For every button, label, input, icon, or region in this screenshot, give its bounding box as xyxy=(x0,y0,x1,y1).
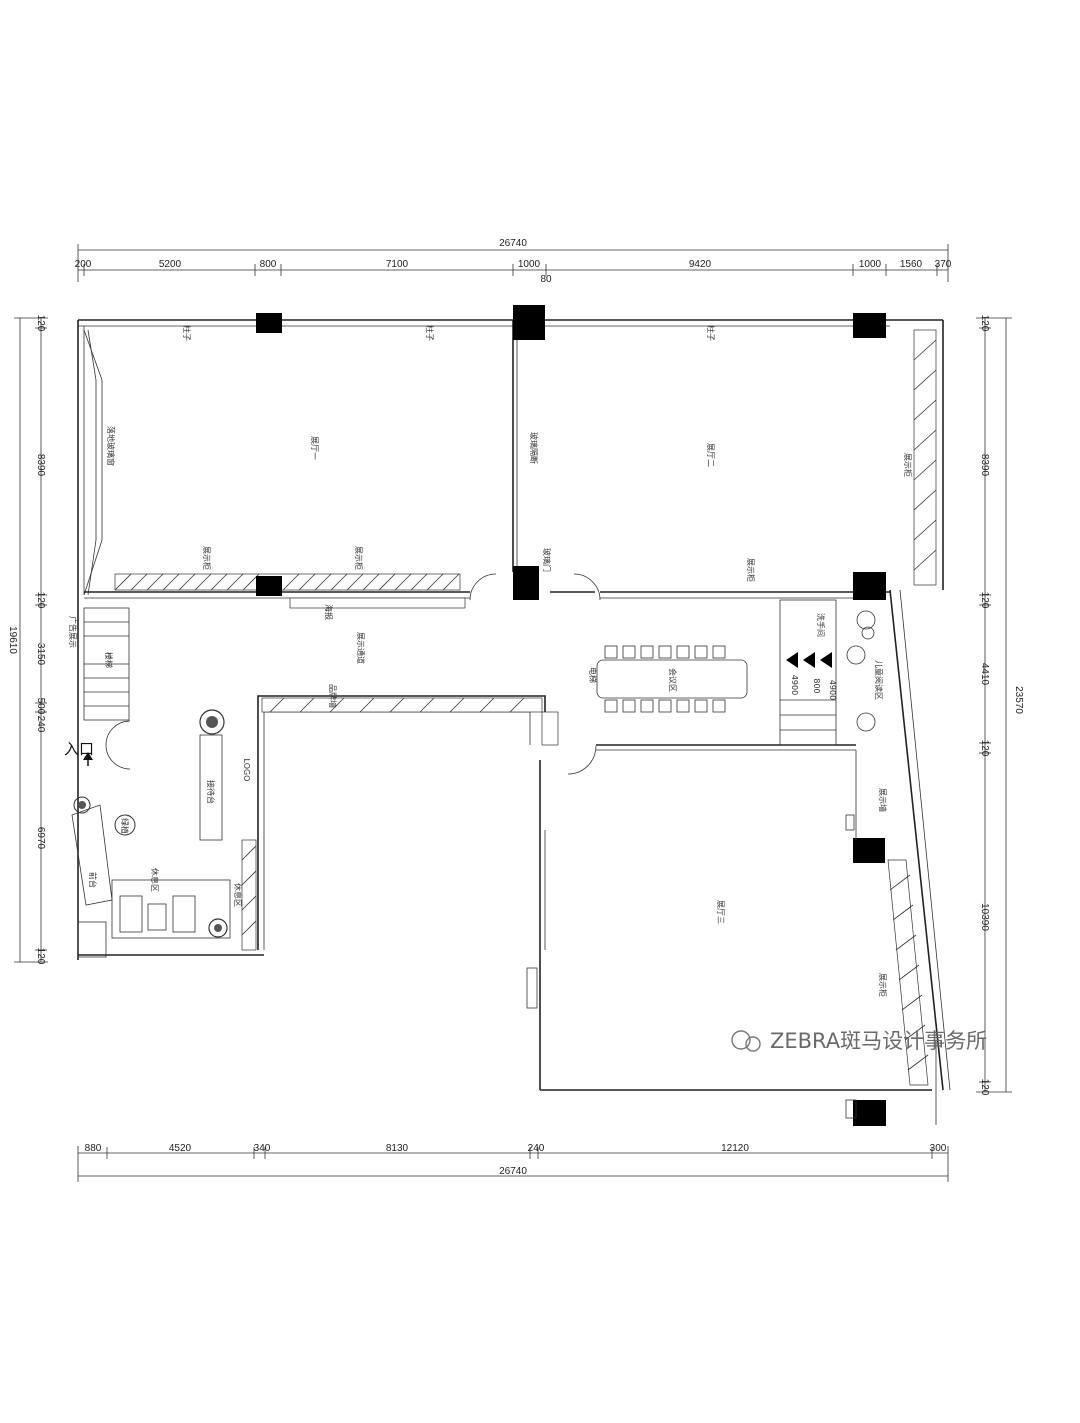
level-mark: 4900 xyxy=(790,675,799,695)
right-dim-seg: 120 xyxy=(979,592,990,609)
top-dim-seg: 1000 xyxy=(859,259,882,270)
right-dim-seg: 120 xyxy=(979,1079,990,1096)
left-total-dim: 19610 xyxy=(7,626,18,654)
bottom-dim-seg: 340 xyxy=(254,1143,271,1154)
bottom-dimension-chain: 880 4520 340 8130 240 12120 300 26740 xyxy=(77,1143,949,1182)
lounge-label: 休息区 xyxy=(150,868,160,892)
bottom-dim-seg: 300 xyxy=(930,1143,947,1154)
poster-label: 海报 xyxy=(324,604,334,620)
left-dim-seg: 120 xyxy=(35,592,46,609)
cabinet-label: 展示柜 xyxy=(202,546,212,570)
wechat-icon xyxy=(731,1030,751,1050)
bottom-dim-seg: 4520 xyxy=(169,1143,192,1154)
hatched-cabinets xyxy=(114,329,937,1086)
cabinet-mid-label: 展示柜 xyxy=(878,973,888,997)
right-dim-seg: 120 xyxy=(979,740,990,757)
top-dim-seg: 370 xyxy=(935,259,952,270)
column xyxy=(513,566,539,600)
brand-wall-label: 品牌墙 xyxy=(328,684,338,708)
exhibition-hall-2-label: 展厅二 xyxy=(706,443,715,467)
reception-label: 接待台 xyxy=(206,780,216,804)
exhibition-hall-1-label: 展厅一 xyxy=(310,436,319,460)
watermark: ZEBRA斑马设计事务所 xyxy=(731,1029,987,1053)
top-dim-seg: 200 xyxy=(75,259,92,270)
hall3-details xyxy=(526,750,857,1119)
column xyxy=(256,576,282,596)
top-dim-seg: 7100 xyxy=(386,259,409,270)
left-dim-seg: 120 xyxy=(35,315,46,332)
left-dim-seg: 6970 xyxy=(35,827,46,850)
doors xyxy=(105,573,601,775)
entrance-label: 入口 xyxy=(64,740,94,758)
ad-display-label: 广告展示 xyxy=(68,616,78,648)
cabinet-label: 展示柜 xyxy=(746,558,756,582)
cabinet-label: 展示柜 xyxy=(354,546,364,570)
left-dim-seg: 120 xyxy=(35,948,46,965)
reception-furniture xyxy=(71,709,231,958)
stair-label: 楼梯 xyxy=(104,652,114,668)
left-dim-seg: 8390 xyxy=(35,454,46,477)
top-dim-seg: 1000 xyxy=(518,259,541,270)
front-desk-label: 前台 xyxy=(88,872,98,888)
right-dim-seg: 4410 xyxy=(979,663,990,686)
column xyxy=(853,572,886,600)
column xyxy=(256,313,282,333)
meeting-area-label: 会议区 xyxy=(668,668,678,692)
pillar-label: 柱子 xyxy=(425,325,435,341)
stair xyxy=(83,599,837,746)
column xyxy=(853,1100,886,1126)
reading-area-label: 儿童阅读区 xyxy=(874,660,884,700)
entrance-arrow-icon xyxy=(83,752,93,760)
top-total-dim: 26740 xyxy=(499,238,527,249)
logo-wall-label: LOGO xyxy=(242,759,251,782)
right-dim-seg: 120 xyxy=(979,315,990,332)
pillar-label: 柱子 xyxy=(706,325,716,341)
right-dim-seg: 10390 xyxy=(979,903,990,931)
display-wall-label: 展示墙 xyxy=(878,788,888,812)
left-dimension-chain: 19610 120 8390 120 3150 240 6970 120 500 xyxy=(7,315,48,965)
pillar-label: 柱子 xyxy=(182,325,192,341)
lift-label: 电梯 xyxy=(588,667,598,683)
bottom-dim-seg: 12120 xyxy=(721,1143,749,1154)
top-dim-seg: 800 xyxy=(260,259,277,270)
bottom-dim-seg: 240 xyxy=(528,1143,545,1154)
glass-door-label: 玻璃门 xyxy=(542,548,552,572)
level-mark: 4900 xyxy=(828,680,837,700)
plant-label: 绿植 xyxy=(120,818,130,834)
watermark-text: ZEBRA斑马设计事务所 xyxy=(770,1029,987,1053)
exhibition-hall-3-label: 展厅三 xyxy=(716,900,725,924)
left-dim-sub: 500 xyxy=(35,698,46,715)
right-dimension-chain: 120 8390 120 4410 120 10390 120 23570 xyxy=(976,315,1024,1096)
top-dim-seg: 1560 xyxy=(900,259,923,270)
left-dim-seg: 240 xyxy=(35,716,46,733)
bottom-total-dim: 26740 xyxy=(499,1166,527,1177)
column xyxy=(853,313,886,338)
column xyxy=(853,838,885,863)
structural-columns xyxy=(256,305,886,1126)
level-mark: 800 xyxy=(812,678,821,693)
window-label: 落地玻璃窗 xyxy=(106,426,116,466)
top-dimension-chain: 26740 200 5200 800 7100 1000 9420 1000 1… xyxy=(75,238,952,285)
entrance-marker: 入口 xyxy=(64,740,94,766)
right-dim-seg: 8390 xyxy=(979,454,990,477)
corridor-label: 展示通道 xyxy=(356,632,366,664)
left-window-bay xyxy=(83,329,103,596)
column xyxy=(513,305,545,340)
left-dim-seg: 3150 xyxy=(35,643,46,666)
top-dim-sub: 80 xyxy=(540,274,552,285)
bottom-dim-seg: 880 xyxy=(85,1143,102,1154)
cabinet-right-label: 展示柜 xyxy=(903,453,913,477)
bottom-dim-seg: 8130 xyxy=(386,1143,409,1154)
right-total-dim: 23570 xyxy=(1013,686,1024,714)
rest-area-label: 休息区 xyxy=(233,883,243,907)
washroom-label: 洗手间 xyxy=(816,613,826,637)
reading-circles xyxy=(846,610,876,732)
top-dim-seg: 9420 xyxy=(689,259,712,270)
glass-partition-label: 玻璃隔断 xyxy=(529,432,539,464)
top-dim-seg: 5200 xyxy=(159,259,182,270)
meeting-table xyxy=(596,645,748,713)
